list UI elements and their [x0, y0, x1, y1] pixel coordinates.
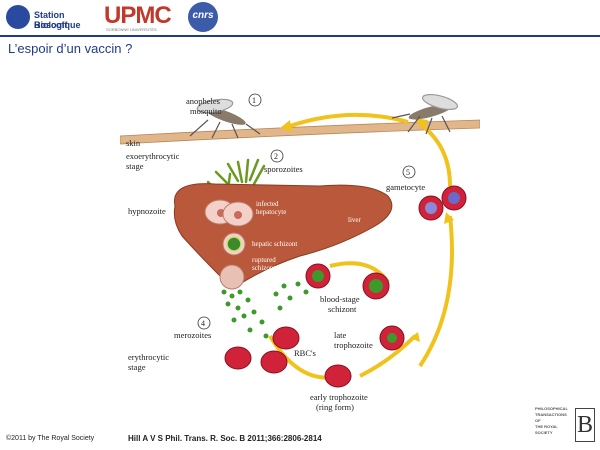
blood-stage-label: blood-stage [320, 294, 360, 304]
late-trophozoite-label: trophozoite [334, 340, 373, 350]
red-blood-cells [224, 326, 352, 388]
upmc-wordmark: UPMC [104, 2, 172, 29]
gametocyte-label: gametocyte [386, 182, 425, 192]
step-1-label: 1 [252, 96, 256, 105]
erythrocytic-stage-label: stage [128, 362, 146, 372]
skin-label: skin [126, 138, 141, 148]
liver-shape [173, 183, 393, 286]
step-4-label: 4 [201, 319, 205, 328]
ruptured-label: ruptured [252, 256, 276, 264]
infected-label: infected [256, 200, 279, 208]
blood-schizont-2-core [369, 279, 383, 293]
exoerythrocytic-label: exoerythrocytic [126, 151, 180, 161]
sporozoites-label: sporozoites [264, 164, 303, 174]
upmc-subtitle: SORBONNE UNIVERSITÉS [106, 27, 157, 32]
cnrs-wordmark: cnrs [192, 10, 214, 21]
sbr-place: Roscoff [34, 20, 68, 30]
ruptured-schizont-cell [219, 264, 245, 290]
rs-line-4: THE ROYAL [535, 424, 558, 429]
late-trophozoite-core [387, 333, 397, 343]
late-label: late [334, 330, 346, 340]
gametocytes [418, 185, 467, 221]
arrow-mosquito-to-mosquito [289, 112, 409, 128]
erythrocytic-label: erythrocytic [128, 352, 169, 362]
mosquito-label: mosquito [190, 106, 222, 116]
merozoites-dots [221, 281, 309, 339]
step-2-circle [270, 149, 284, 163]
skin-band [120, 119, 480, 145]
blood-schizont-1-core [312, 270, 324, 282]
arrowhead-1 [280, 120, 292, 132]
merozoites-label: merozoites [174, 330, 211, 340]
arrowhead-4 [410, 332, 420, 342]
mosquito-right-icon [391, 93, 459, 135]
rs-b-letter: B [575, 408, 595, 442]
rbc-2 [224, 346, 252, 370]
exoerythrocytic-stage-label: stage [126, 161, 144, 171]
sbr-name: Station Biologique [34, 10, 81, 30]
anopheles-label: anopheles [186, 96, 220, 106]
rs-line-5: SOCIETY [535, 430, 553, 435]
rs-line-3: OF [535, 418, 541, 423]
early-trophozoite-cell [324, 364, 352, 388]
hepatocyte-label: hepatocyte [256, 208, 286, 216]
upmc-logo: UPMC SORBONNE UNIVERSITÉS [104, 2, 172, 32]
ring-form-label: (ring form) [316, 402, 354, 412]
rbcs-label: RBC's [294, 348, 316, 358]
rs-line-1: PHILOSOPHICAL [535, 406, 568, 411]
cnrs-logo: cnrs [188, 2, 218, 32]
royal-society-logo: PHILOSOPHICAL TRANSACTIONS OF THE ROYAL … [535, 404, 595, 444]
header-bar: Station Biologique Roscoff UPMC SORBONNE… [0, 0, 600, 37]
early-trophozoite-label: early trophozoite [310, 392, 368, 402]
arrow-schizont-to-gametocyte [418, 215, 454, 368]
hepatocytes [204, 199, 254, 290]
sbr-emblem-icon [6, 5, 30, 29]
hepatic-schizont-label: hepatic schizont [252, 240, 297, 248]
rbc-3 [260, 350, 288, 374]
blood-stage-schizonts [305, 263, 390, 300]
blood-stage-schizont-label: schizont [328, 304, 357, 314]
ruptured-schizont-label: schizont [252, 264, 275, 272]
infected-hepatocyte-nucleus [234, 211, 242, 219]
arrow-gametocyte-up [418, 122, 452, 187]
malaria-lifecycle-diagram: skin 1 2 3 4 5 [120, 93, 480, 412]
gametocyte-body-1 [425, 202, 437, 214]
station-biologique-logo: Station Biologique Roscoff [6, 4, 98, 32]
copyright-notice: ©2011 by The Royal Society [6, 435, 95, 442]
step-1-circle [248, 93, 262, 107]
arrowhead-2 [414, 118, 428, 130]
citation: Hill A V S Phil. Trans. R. Soc. B 2011;3… [128, 434, 322, 443]
hypnozoite-label: hypnozoite [128, 206, 166, 216]
liver-label: liver [348, 216, 361, 224]
gametocyte-body-2 [448, 192, 460, 204]
step-4-circle [197, 316, 211, 330]
header-divider [0, 35, 600, 37]
rbc-1 [272, 326, 300, 350]
step-2-label: 2 [274, 152, 278, 161]
mosquito-left-icon [189, 98, 261, 139]
rs-line-2: TRANSACTIONS [535, 412, 567, 417]
arrow-trophozoite-up [359, 334, 417, 378]
arrowhead-3 [444, 212, 454, 224]
step-5-label: 5 [406, 168, 410, 177]
slide-title: L’espoir d’un vaccin ? [8, 41, 133, 56]
hepatic-schizont-core [226, 236, 242, 252]
step-5-circle [402, 165, 416, 179]
